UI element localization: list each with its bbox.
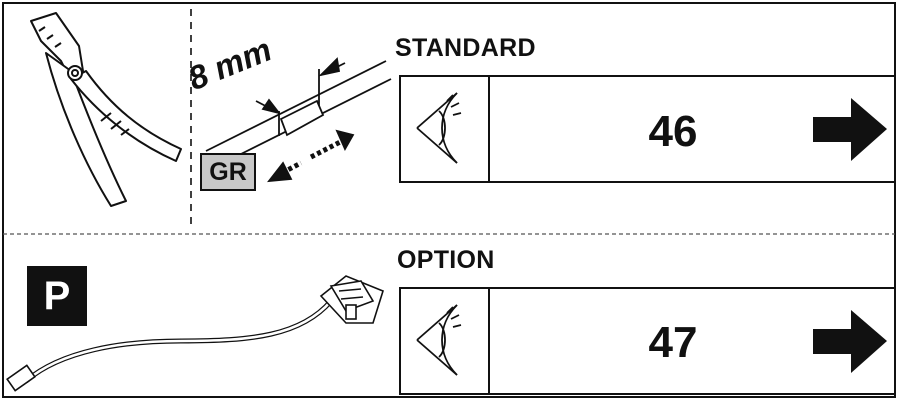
eye-icon <box>416 304 462 376</box>
right-arrow-icon <box>813 98 887 161</box>
option-badge: P <box>27 266 87 326</box>
wire-color-label: GR <box>200 153 256 191</box>
standard-title: STANDARD <box>395 34 536 62</box>
option-reference-box <box>399 287 896 395</box>
eye-icon <box>416 92 462 164</box>
right-arrow-icon <box>813 310 887 373</box>
wire-stripper-icon <box>30 12 182 207</box>
standard-reference-box <box>399 75 896 183</box>
option-page-reference: 47 <box>648 318 698 367</box>
option-title: OPTION <box>397 246 495 274</box>
sensor-cable-icon <box>6 275 384 392</box>
standard-page-reference: 46 <box>648 107 698 156</box>
